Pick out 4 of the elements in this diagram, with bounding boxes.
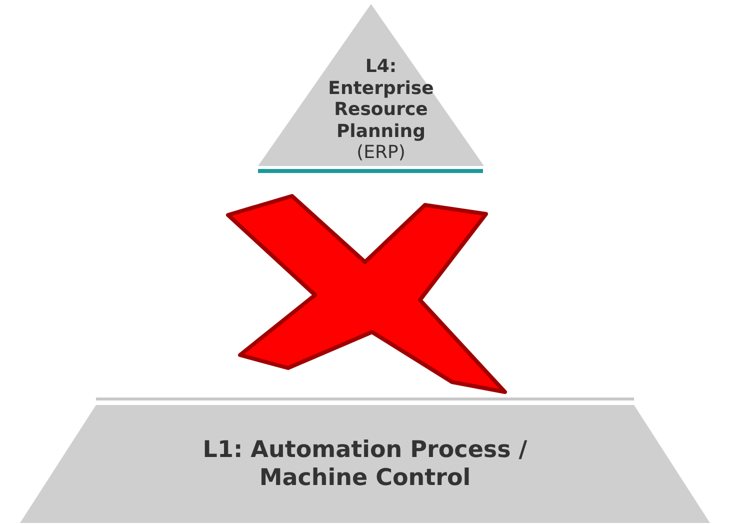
level-label: L1: Automation Process / Machine Control [202,437,528,492]
pyramid-top-triangle [258,4,484,166]
pyramid-base-trapezoid [20,405,710,523]
level-label: L4: Enterprise Resource Planning (ERP) [328,56,434,164]
